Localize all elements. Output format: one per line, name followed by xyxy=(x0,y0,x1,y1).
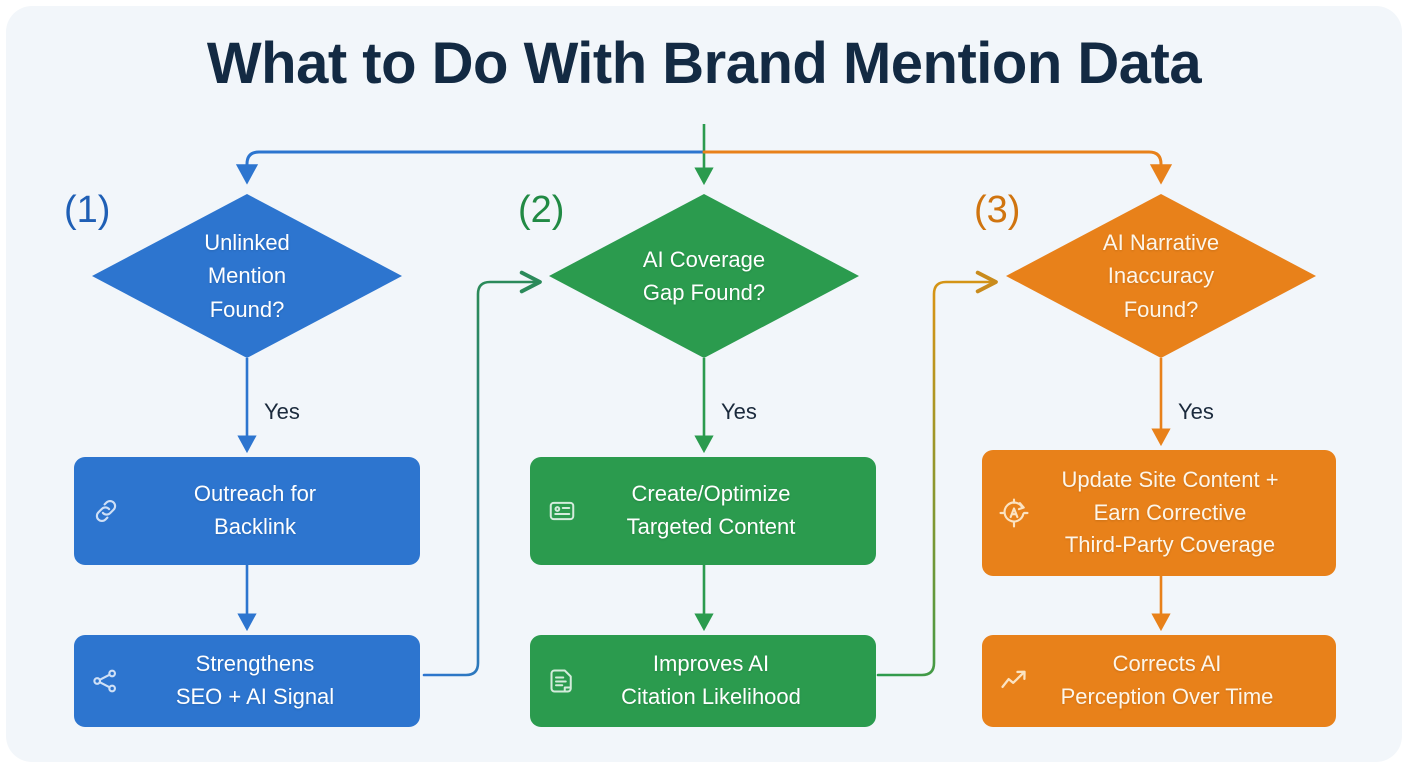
outcome-line-1: Improves AI xyxy=(652,651,770,677)
decision-line-3: Found? xyxy=(209,296,285,322)
action-outreach-backlink[interactable]: Outreach for Backlink xyxy=(74,457,420,565)
outcome-label: Improves AI Citation Likelihood xyxy=(582,648,862,713)
decision-label: AI Narrative Inaccuracy Found? xyxy=(1056,226,1266,326)
flowchart-stage: What to Do With Brand Mention Data xyxy=(6,6,1402,762)
edge-label-yes-2: Yes xyxy=(721,399,757,424)
decision-line-1: AI Narrative xyxy=(1102,229,1220,255)
outcome-corrects-perception[interactable]: Corrects AI Perception Over Time xyxy=(982,635,1336,727)
diagram-card: What to Do With Brand Mention Data xyxy=(6,6,1402,762)
decision-line-1: Unlinked xyxy=(204,229,290,255)
outcome-line-2: Citation Likelihood xyxy=(621,684,801,709)
step-number-1: (1) xyxy=(64,189,111,231)
action-line-1: Create/Optimize xyxy=(631,481,791,507)
action-line-2: Backlink xyxy=(214,514,296,539)
decision-ai-coverage-gap[interactable]: AI Coverage Gap Found? xyxy=(549,194,859,358)
edge-label-yes-1: Yes xyxy=(264,399,300,424)
target-refresh-icon xyxy=(994,493,1034,533)
outcome-strengthens-seo[interactable]: Strengthens SEO + AI Signal xyxy=(74,635,420,727)
outcome-line-1: Strengthens xyxy=(195,651,315,677)
decision-label: Unlinked Mention Found? xyxy=(142,226,352,326)
action-label: Create/Optimize Targeted Content xyxy=(582,478,862,543)
action-label: Outreach for Backlink xyxy=(126,478,406,543)
edge-label-yes-3: Yes xyxy=(1178,399,1214,424)
decision-line-3: Found? xyxy=(1123,296,1199,322)
trending-up-icon xyxy=(994,661,1034,701)
action-create-optimize-content[interactable]: Create/Optimize Targeted Content xyxy=(530,457,876,565)
outcome-label: Corrects AI Perception Over Time xyxy=(1034,648,1322,713)
decision-line-2: Gap Found? xyxy=(642,280,766,305)
action-line-2: Earn Corrective xyxy=(1093,499,1247,525)
action-line-1: Outreach for xyxy=(193,481,317,507)
decision-line-1: AI Coverage xyxy=(642,246,766,272)
document-icon xyxy=(542,661,582,701)
decision-label: AI Coverage Gap Found? xyxy=(589,243,819,310)
outcome-label: Strengthens SEO + AI Signal xyxy=(126,648,406,713)
action-label: Update Site Content + Earn Corrective Th… xyxy=(1034,464,1322,562)
outcome-improves-citation[interactable]: Improves AI Citation Likelihood xyxy=(530,635,876,727)
decision-ai-narrative-inaccuracy[interactable]: AI Narrative Inaccuracy Found? xyxy=(1006,194,1316,358)
outcome-line-2: SEO + AI Signal xyxy=(175,684,335,709)
decision-line-2: Inaccuracy xyxy=(1107,263,1215,289)
page-title: What to Do With Brand Mention Data xyxy=(206,31,1202,96)
action-line-1: Update Site Content + xyxy=(1061,467,1279,493)
outcome-line-1: Corrects AI xyxy=(1112,651,1222,677)
outcome-line-2: Perception Over Time xyxy=(1060,684,1274,709)
action-line-2: Targeted Content xyxy=(626,514,796,539)
action-line-3: Third-Party Coverage xyxy=(1064,532,1276,558)
decision-line-2: Mention xyxy=(207,263,287,289)
share-nodes-icon xyxy=(86,661,126,701)
action-update-site-content[interactable]: Update Site Content + Earn Corrective Th… xyxy=(982,450,1336,576)
decision-unlinked-mention[interactable]: Unlinked Mention Found? xyxy=(92,194,402,358)
step-number-2: (2) xyxy=(518,189,565,231)
step-number-3: (3) xyxy=(974,189,1021,231)
id-card-icon xyxy=(542,491,582,531)
link-icon xyxy=(86,491,126,531)
